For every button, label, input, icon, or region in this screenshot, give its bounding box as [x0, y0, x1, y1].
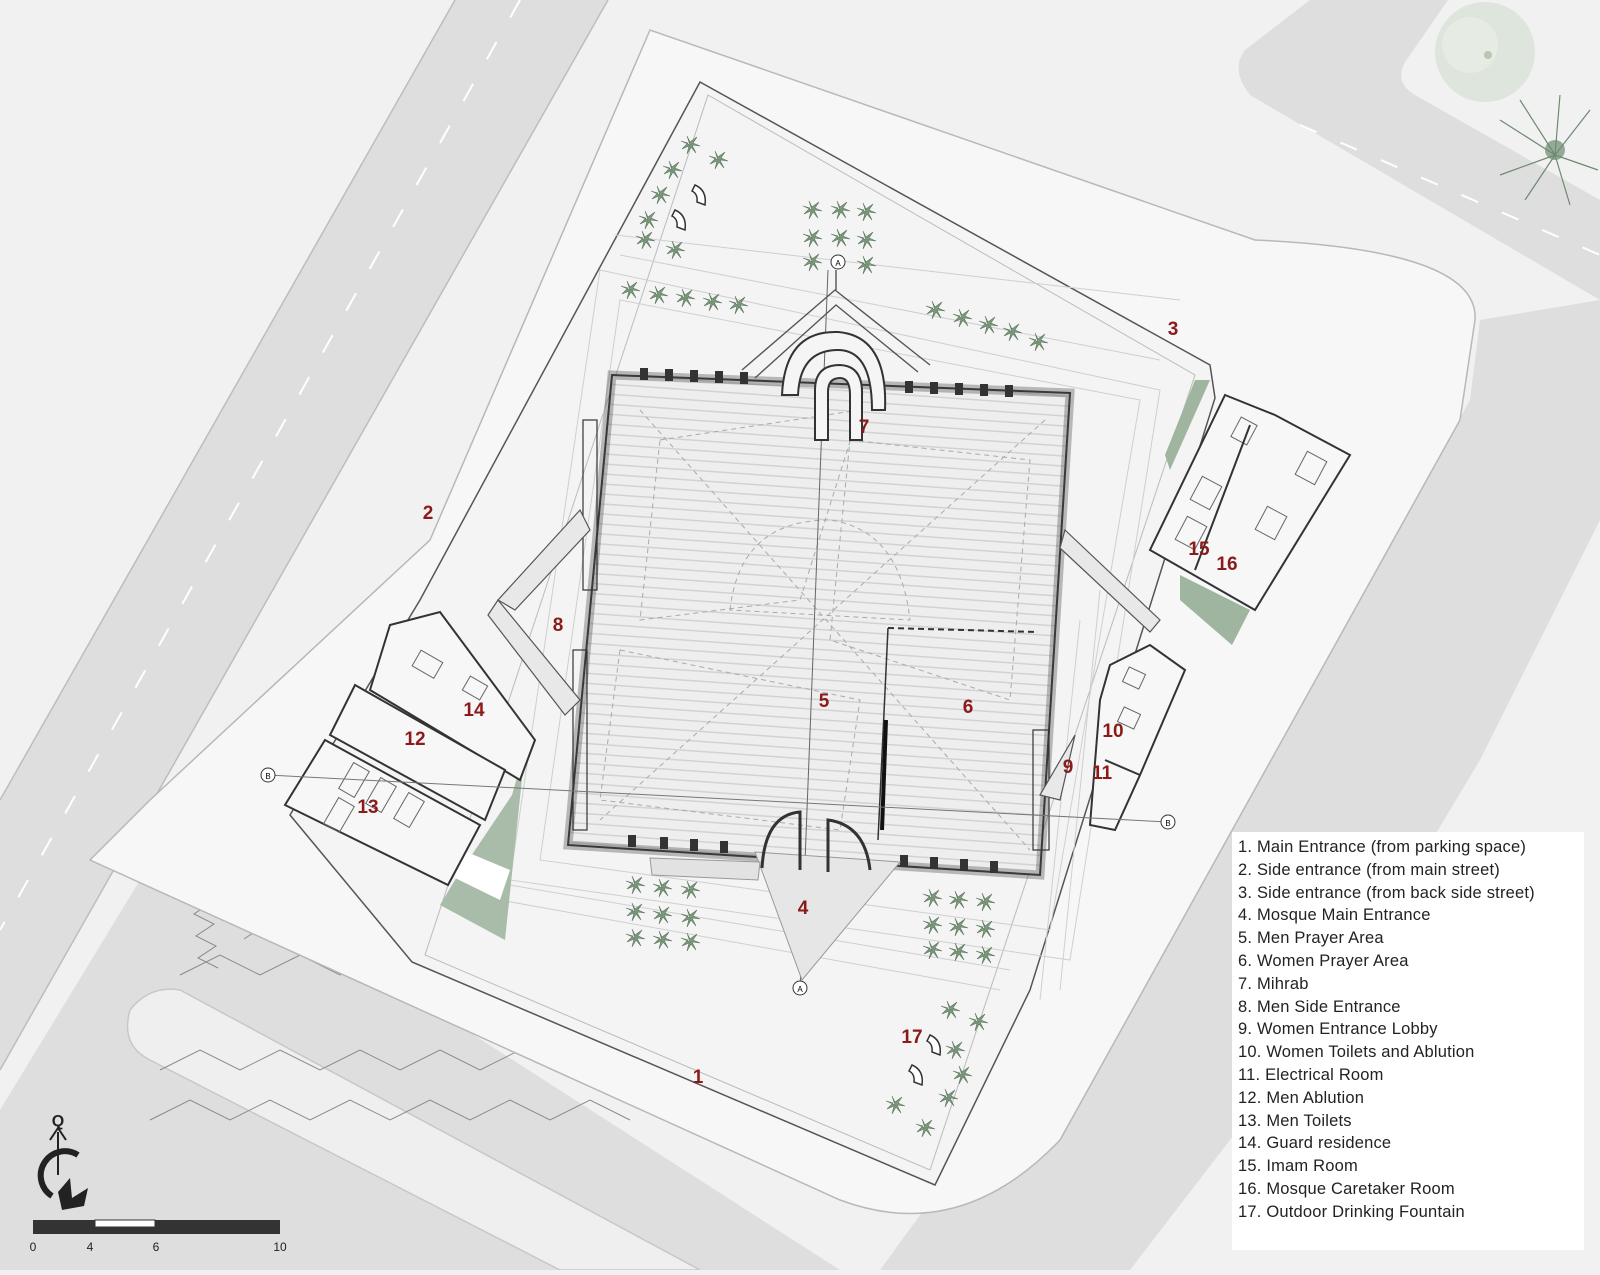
- legend-item: 3. Side entrance (from back side street): [1238, 883, 1535, 902]
- legend-item: 16. Mosque Caretaker Room: [1238, 1179, 1455, 1198]
- legend-item: 11. Electrical Room: [1238, 1065, 1384, 1084]
- svg-text:B: B: [1165, 819, 1170, 828]
- legend-item: 12. Men Ablution: [1238, 1088, 1365, 1107]
- women-toilets-building: [1088, 643, 1187, 832]
- scale-tick-6: 6: [153, 1240, 160, 1254]
- legend-item: 1. Main Entrance (from parking space): [1238, 838, 1527, 856]
- scale-tick-10: 10: [273, 1240, 287, 1254]
- scale-bar: 0 4 6 10: [30, 1219, 287, 1254]
- drinking-fountains: [670, 184, 942, 1087]
- label-11: 11: [1092, 763, 1113, 784]
- prayer-hall: [563, 269, 1075, 991]
- label-12: 12: [404, 729, 425, 750]
- mihrab: [780, 330, 887, 441]
- label-10: 10: [1102, 721, 1123, 742]
- left-annex: [283, 610, 537, 887]
- scale-tick-4: 4: [87, 1240, 94, 1254]
- label-5: 5: [819, 691, 830, 712]
- label-4: 4: [798, 898, 809, 919]
- street-centerline: [0, 0, 521, 931]
- label-7: 7: [859, 417, 870, 438]
- label-6: 6: [963, 697, 974, 718]
- label-14: 14: [463, 700, 485, 721]
- north-arrow: Q: [37, 1113, 88, 1210]
- green-strip: [1165, 380, 1210, 470]
- label-17: 17: [901, 1027, 922, 1048]
- label-2: 2: [423, 503, 434, 524]
- legend-item: 17. Outdoor Drinking Fountain: [1238, 1202, 1465, 1221]
- legend-item: 4. Mosque Main Entrance: [1238, 906, 1431, 925]
- scale-tick-0: 0: [30, 1240, 37, 1254]
- trees: [1435, 2, 1599, 206]
- north-arrow-letter: Q: [52, 1113, 64, 1130]
- legend-item: 2. Side entrance (from main street): [1238, 860, 1500, 879]
- section-markers: A A B B: [260, 254, 1176, 996]
- label-16: 16: [1216, 554, 1237, 575]
- label-15: 15: [1188, 539, 1210, 560]
- legend-item: 13. Men Toilets: [1238, 1111, 1352, 1130]
- legend-item: 7. Mihrab: [1238, 974, 1309, 993]
- svg-text:B: B: [265, 772, 270, 781]
- legend-item: 5. Men Prayer Area: [1238, 929, 1384, 948]
- legend-item: 14. Guard residence: [1238, 1134, 1392, 1153]
- main-entrance-portico: [649, 810, 902, 981]
- label-8: 8: [553, 615, 564, 636]
- legend-item: 9. Women Entrance Lobby: [1238, 1020, 1438, 1039]
- imam-caretaker-building: [1148, 393, 1352, 612]
- label-1: 1: [693, 1067, 704, 1088]
- section-lines: [267, 774, 1169, 823]
- legend: 1. Main Entrance (from parking space) 2.…: [1232, 832, 1584, 1250]
- legend-item: 6. Women Prayer Area: [1238, 951, 1409, 970]
- label-3: 3: [1168, 319, 1179, 340]
- svg-text:A: A: [797, 985, 803, 994]
- legend-item: 10. Women Toilets and Ablution: [1238, 1043, 1475, 1062]
- side-arcades: [487, 508, 1161, 801]
- label-13: 13: [357, 797, 378, 818]
- legend-item: 8. Men Side Entrance: [1238, 997, 1401, 1016]
- green-strip: [1180, 575, 1250, 645]
- legend-item: 15. Imam Room: [1238, 1157, 1358, 1176]
- parking-area: [0, 840, 840, 1270]
- svg-text:A: A: [835, 259, 841, 268]
- green-strip: [440, 750, 525, 940]
- back-side-street: [1238, 0, 1600, 300]
- space-labels: 1 2 3 4 5 6 7 8 9 10 11 12 13 14 15 16 1…: [357, 319, 1237, 1088]
- label-9: 9: [1063, 757, 1074, 778]
